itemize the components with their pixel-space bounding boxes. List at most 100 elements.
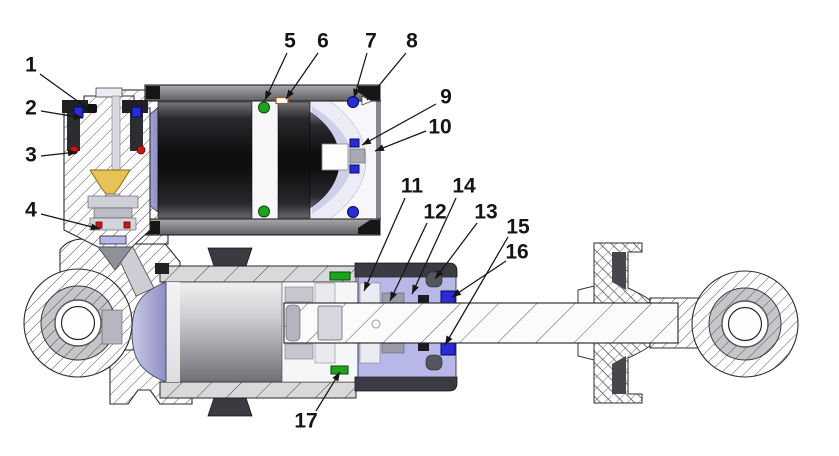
callout-leader-line bbox=[374, 130, 427, 152]
callout-6: 6 bbox=[285, 30, 329, 100]
cap-wedge bbox=[361, 95, 373, 106]
callout-arrowhead bbox=[332, 372, 340, 382]
callout-arrowhead bbox=[265, 90, 272, 100]
callout-13: 13 bbox=[434, 201, 498, 280]
callout-2: 2 bbox=[25, 97, 84, 120]
callout-leader-line bbox=[411, 197, 457, 295]
callout-17: 17 bbox=[294, 371, 341, 433]
bearing-block-bottom bbox=[359, 342, 381, 364]
callout-number: 1 bbox=[25, 54, 37, 77]
right-eyelet-bore bbox=[727, 306, 763, 342]
seal-red-left bbox=[95, 221, 103, 229]
tube-corner-right-top bbox=[358, 86, 380, 100]
callout-9: 9 bbox=[361, 86, 452, 146]
callout-7: 7 bbox=[353, 30, 377, 99]
detent-blue-right bbox=[131, 106, 142, 118]
callout-14: 14 bbox=[411, 175, 476, 295]
cap-oring-blue-top bbox=[347, 96, 359, 108]
base-seal-lavender bbox=[99, 235, 127, 245]
callout-number: 13 bbox=[474, 201, 497, 224]
callout-15: 15 bbox=[444, 216, 530, 346]
body-tube-bottom-band bbox=[159, 381, 357, 399]
sleeve-highlight bbox=[166, 282, 180, 382]
callout-number: 5 bbox=[284, 30, 296, 53]
callout-arrowhead bbox=[73, 113, 83, 120]
collar-bottom bbox=[354, 376, 458, 392]
glide-ring-top bbox=[329, 271, 351, 281]
callout-number: 15 bbox=[506, 216, 530, 239]
callout-leader-line bbox=[434, 222, 478, 280]
piston-nut bbox=[317, 305, 343, 341]
callout-arrowhead bbox=[353, 88, 360, 98]
callout-leader-line bbox=[389, 222, 428, 302]
callout-arrowhead bbox=[364, 281, 371, 291]
reservoir-assembly bbox=[111, 84, 381, 245]
shaft bbox=[283, 302, 679, 344]
seal-red-right bbox=[123, 221, 131, 229]
compression-adjuster-block bbox=[62, 87, 151, 271]
callout-11: 11 bbox=[363, 175, 423, 292]
callout-leader-line bbox=[366, 52, 407, 101]
callout-leader-line bbox=[444, 236, 509, 346]
piston-shim-top bbox=[284, 286, 314, 303]
bump-stop-strip-bottom bbox=[612, 356, 626, 394]
piston-guide-top bbox=[314, 282, 336, 304]
callout-arrowhead bbox=[375, 144, 385, 151]
shaft-vent-hole bbox=[371, 319, 381, 329]
callout-number: 10 bbox=[428, 116, 451, 139]
callout-arrowhead bbox=[84, 104, 94, 113]
piston-dome-cap bbox=[131, 281, 167, 383]
callout-arrowhead bbox=[435, 269, 444, 279]
adjuster-knob-right-stem bbox=[130, 113, 143, 151]
left-eyelet-bore bbox=[60, 305, 96, 341]
callout-leader-line bbox=[361, 103, 437, 146]
callout-number: 6 bbox=[317, 30, 329, 53]
piston-shaft bbox=[283, 302, 679, 344]
reservoir-tube-right-wall bbox=[376, 100, 381, 220]
frame-casting bbox=[23, 229, 193, 405]
callout-number: 16 bbox=[505, 241, 528, 264]
callout-number: 8 bbox=[406, 30, 418, 53]
callout-number: 17 bbox=[294, 410, 317, 433]
callout-number: 4 bbox=[25, 199, 37, 222]
callout-leader-line bbox=[285, 52, 319, 100]
clamp-tab-top bbox=[207, 247, 253, 267]
internal-rod-block bbox=[101, 309, 123, 345]
cap-valve-blue-bottom bbox=[349, 164, 360, 174]
callout-leader-line bbox=[40, 213, 101, 230]
reservoir-tube-bottom bbox=[144, 218, 381, 236]
callout-leader-line bbox=[451, 260, 507, 298]
callout-number: 12 bbox=[423, 201, 446, 224]
bump-stop-strip-top bbox=[612, 252, 626, 290]
callout-number: 14 bbox=[452, 175, 476, 198]
callout-arrowhead bbox=[362, 137, 372, 145]
callout-8: 8 bbox=[366, 30, 418, 101]
body-corner-block bbox=[155, 263, 169, 274]
adjuster-knob-left-stem bbox=[67, 113, 80, 151]
callout-leader-line bbox=[39, 73, 95, 114]
bearing-block-top bbox=[359, 282, 381, 304]
callout-leader-line bbox=[363, 197, 406, 292]
cap-valve-blue-top bbox=[349, 138, 360, 148]
clamp-tab-bottom bbox=[207, 397, 253, 417]
callout-number: 9 bbox=[440, 86, 452, 109]
callout-number: 7 bbox=[365, 30, 377, 53]
spool-1 bbox=[87, 195, 139, 209]
backup-ring bbox=[275, 96, 289, 105]
callout-4: 4 bbox=[25, 199, 101, 231]
body-tube-top-band bbox=[159, 265, 357, 283]
callout-5: 5 bbox=[264, 30, 296, 101]
cap-oring-blue-bottom bbox=[347, 206, 359, 218]
reservoir-tube-top bbox=[144, 84, 381, 102]
ifp-body bbox=[157, 101, 253, 219]
tube-corner-left-top bbox=[146, 86, 160, 99]
callout-arrowhead bbox=[367, 90, 376, 100]
block-top-boss bbox=[95, 87, 123, 98]
seal-black-top bbox=[418, 295, 429, 303]
wiper-seal-bottom bbox=[440, 342, 456, 356]
cap-valve-boss bbox=[321, 143, 349, 171]
spool-2 bbox=[93, 207, 133, 219]
callout-12: 12 bbox=[389, 201, 447, 302]
callout-arrowhead bbox=[452, 289, 462, 297]
